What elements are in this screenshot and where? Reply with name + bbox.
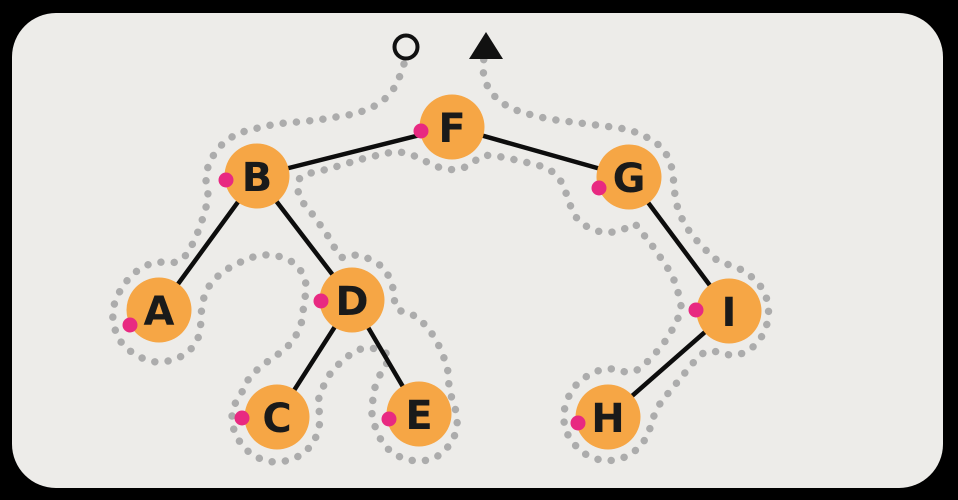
visit-marker-E — [381, 411, 397, 427]
visit-marker-C — [234, 410, 250, 426]
visit-marker-D — [313, 293, 329, 309]
tree-node-B — [224, 143, 290, 209]
visit-marker-I — [688, 302, 704, 318]
panel-background — [12, 13, 943, 488]
visit-marker-B — [218, 172, 234, 188]
tree-node-C — [244, 384, 310, 450]
tree-node-F — [419, 94, 485, 160]
node-label-B: B — [242, 155, 273, 201]
tree-node-H — [575, 384, 641, 450]
node-label-F: F — [438, 106, 465, 152]
visit-marker-A — [122, 317, 138, 333]
visit-marker-F — [413, 123, 429, 139]
tour-end-triangle-icon — [469, 32, 503, 59]
node-label-H: H — [591, 396, 624, 442]
visit-markers — [122, 123, 704, 431]
node-label-G: G — [613, 156, 646, 202]
tree-node-A — [126, 277, 192, 343]
visit-marker-H — [570, 415, 586, 431]
node-label-C: C — [262, 396, 291, 442]
visit-marker-G — [591, 180, 607, 196]
tree-node-I — [696, 278, 762, 344]
node-label-D: D — [335, 279, 368, 325]
tree-node-D — [319, 267, 385, 333]
tree-node-G — [596, 144, 662, 210]
tree-nodes: F B G A D I C E H — [126, 94, 762, 450]
node-label-E: E — [405, 393, 432, 439]
node-label-A: A — [144, 289, 175, 335]
node-label-I: I — [722, 290, 737, 336]
tour-start-circle-icon — [392, 33, 420, 61]
euler-tour-dotted-path — [109, 54, 773, 466]
tree-node-E — [386, 381, 452, 447]
